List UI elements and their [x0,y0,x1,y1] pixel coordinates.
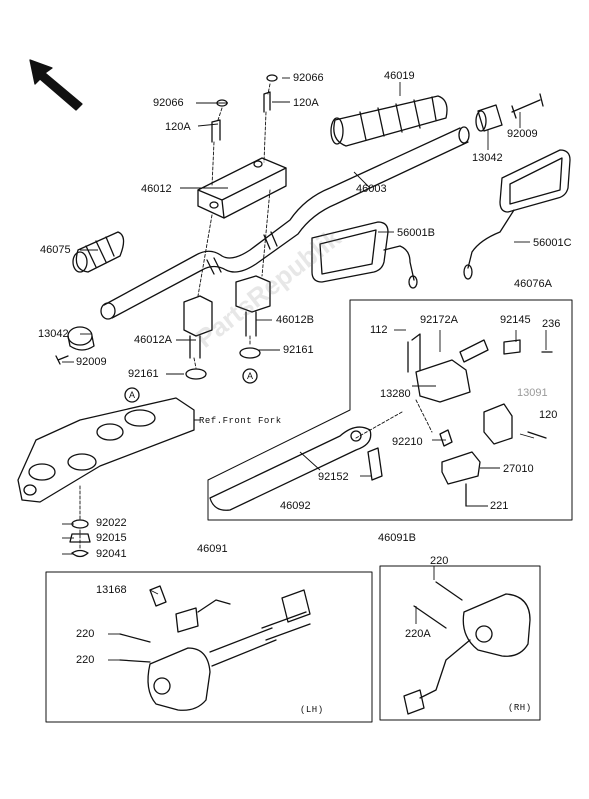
label-236: 236 [542,318,561,330]
upper-triple-clamp [17,397,195,503]
label-120A-top: 120A [293,97,319,109]
label-120A-left: 120A [165,121,191,133]
label-46012: 46012 [141,183,172,195]
label-27010: 27010 [503,463,534,475]
washer-92066-top [266,74,278,82]
label-92015: 92015 [96,532,127,544]
lh-switch-frame [45,571,373,723]
washer-92161-right [239,347,261,359]
label-220-a: 220 [76,628,95,640]
bar-end-weight-left [67,326,95,351]
marker-a-holder-label: A [247,371,254,381]
direction-arrow-icon [29,59,83,111]
label-120: 120 [539,409,558,421]
label-221: 221 [490,500,509,512]
label-92161-right: 92161 [283,344,314,356]
marker-a-clamp-label: A [129,390,136,400]
label-13168: 13168 [96,584,127,596]
rh-switch-frame [379,565,541,721]
handlebar-holder-upper [197,157,287,219]
label-13042-top: 13042 [472,152,503,164]
label-220-rh: 220 [430,555,449,567]
label-92022: 92022 [96,517,127,529]
label-220-b: 220 [76,654,95,666]
washer-92022 [71,519,89,529]
label-92041: 92041 [96,548,127,560]
master-cylinder-bracket [367,333,553,507]
bolt-120A-top [263,91,271,113]
brake-lever-46092 [209,426,372,511]
label-92152: 92152 [318,471,349,483]
label-92009-top: 92009 [507,128,538,140]
label-46091B: 46091B [378,532,416,544]
label-rh: (RH) [508,703,532,713]
label-92161-left: 92161 [128,368,159,380]
label-46092: 46092 [280,500,311,512]
label-92210: 92210 [392,436,423,448]
label-112: 112 [370,324,388,336]
label-46075: 46075 [40,244,71,256]
label-13091: 13091 [517,387,548,399]
lever-group-frame [207,299,573,521]
screw-92009-left [55,355,69,365]
label-92009-left: 92009 [76,356,107,368]
label-56001C: 56001C [533,237,572,249]
lh-switch-housing [119,585,311,711]
label-13280: 13280 [380,388,411,400]
label-46019: 46019 [384,70,415,82]
label-56001B: 56001B [397,227,435,239]
label-92066-top: 92066 [293,72,324,84]
label-lh: (LH) [300,705,324,715]
clip-92041 [71,549,89,558]
label-46091: 46091 [197,543,228,555]
washer-92161-left [185,368,207,380]
nut-92015 [69,533,91,543]
rh-switch-housing [403,581,531,715]
handlebar [100,126,470,320]
label-46076A: 46076A [514,278,552,290]
marker-A-holder [242,368,258,384]
label-92145: 92145 [500,314,531,326]
handlebar-holder-lower-B [235,275,271,337]
label-13042-left: 13042 [38,328,69,340]
label-46003: 46003 [356,183,387,195]
label-92172A: 92172A [420,314,458,326]
label-92066-left: 92066 [153,97,184,109]
label-46012A: 46012A [134,334,172,346]
label-46012B: 46012B [276,314,314,326]
marker-A-clamp [124,387,140,403]
label-220A: 220A [405,628,431,640]
mirror-left-56001B [311,221,418,289]
screw-92009-right [511,93,544,119]
mirror-right-56001C [463,149,571,280]
label-ref-front-fork: Ref.Front Fork [199,416,282,426]
left-grip [72,231,125,273]
right-grip [330,95,448,147]
bar-end-weight-right [475,104,503,132]
leader-lines [62,77,547,661]
bolt-120A-left [211,119,221,143]
